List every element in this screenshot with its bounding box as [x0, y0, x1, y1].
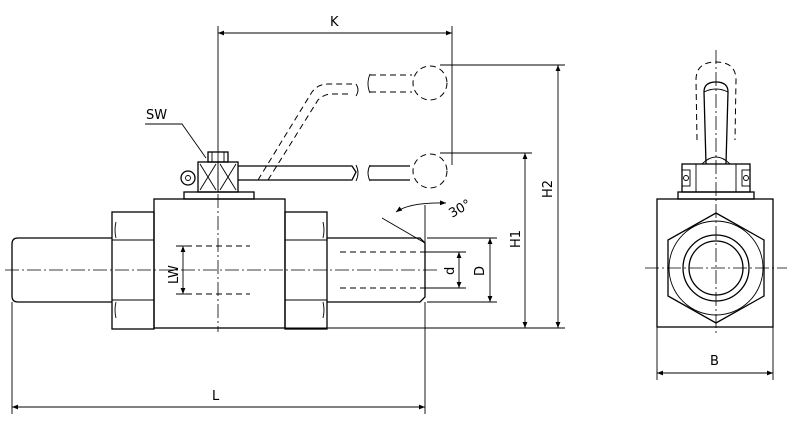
dim-K-label: K	[330, 15, 339, 30]
valve-body	[153, 198, 286, 329]
left-hex-nut	[111, 211, 155, 330]
end-view-handle-open	[695, 61, 737, 141]
dim-D-label: D	[473, 266, 488, 276]
end-view-bore-outer	[682, 234, 750, 302]
end-view-hex	[667, 212, 765, 324]
end-view: B	[645, 50, 787, 380]
angle-label: 30°	[447, 197, 474, 222]
right-tube	[327, 237, 426, 303]
dim-d-label: d	[443, 267, 458, 275]
end-view-handle	[703, 81, 729, 165]
left-tube	[11, 237, 112, 303]
handle-closed	[238, 165, 357, 181]
sw-leader	[145, 123, 207, 159]
side-view: K SW H2 H1 30° d D LW	[5, 15, 565, 414]
end-view-bore-inner	[688, 240, 744, 296]
handle-knob-closed	[412, 153, 448, 189]
end-view-body	[656, 198, 774, 328]
dim-B-label: B	[710, 354, 719, 369]
handle-knob-open	[412, 65, 448, 101]
right-hex-nut	[284, 211, 328, 330]
dim-H2-label: H2	[541, 180, 556, 198]
dim-LW-label: LW	[167, 265, 182, 284]
dim-L-label: L	[212, 389, 220, 404]
dim-SW-label: SW	[146, 108, 167, 123]
angle-arc	[395, 200, 447, 213]
stem-nut	[207, 151, 229, 163]
stop-pin	[180, 170, 196, 186]
stem-base-plate	[183, 191, 255, 200]
end-view-thread-circle	[668, 220, 764, 316]
handle-open	[257, 83, 352, 181]
dim-H1-label: H1	[509, 230, 524, 248]
